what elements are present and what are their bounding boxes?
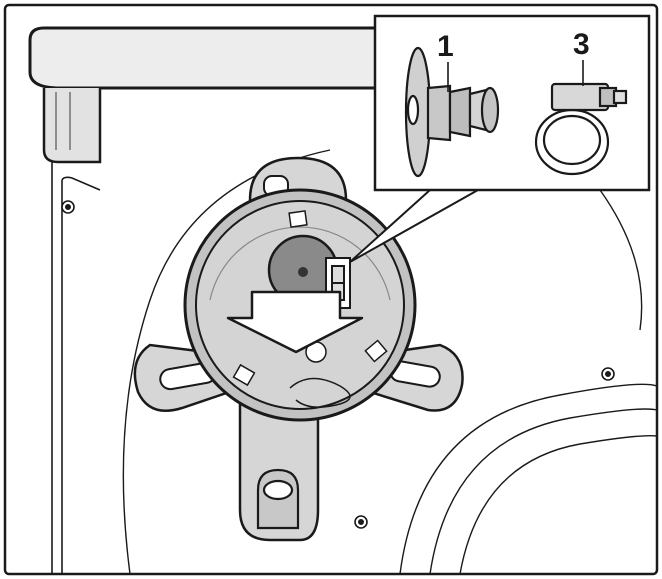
side-wall <box>51 162 101 574</box>
contour-right-top <box>599 189 643 331</box>
hose-nozzle-icon <box>404 46 500 178</box>
bracket-slots <box>159 175 441 391</box>
nozzle-neck <box>426 84 452 142</box>
screw-right-icon <box>601 367 615 381</box>
cap-inner-arc <box>209 226 391 301</box>
hinge-lines <box>55 92 71 150</box>
nozzle-tip <box>480 86 500 134</box>
screw-left-icon <box>61 200 75 214</box>
outlet-mouth <box>262 479 294 501</box>
cap-wire-loop <box>289 377 351 408</box>
twist-arrow-icon <box>226 290 364 354</box>
screws <box>61 200 615 529</box>
hose-clamp-icon <box>534 60 628 176</box>
screw-bottom-icon <box>354 515 368 529</box>
cap-markers <box>232 210 388 387</box>
left-hinge <box>42 88 102 164</box>
contour-left <box>122 149 331 575</box>
knob-center <box>298 267 308 277</box>
detail-inset: 1 3 <box>373 14 651 192</box>
drum-outer <box>399 383 658 575</box>
clamp-screw-tip <box>612 89 628 105</box>
lid-shape <box>28 26 382 90</box>
clamp-band-inner <box>542 114 602 166</box>
drum-inner <box>459 435 658 575</box>
drum-middle <box>429 408 658 575</box>
nozzle-bore <box>406 94 420 126</box>
drain-outlet <box>256 468 300 530</box>
wall-bend <box>61 176 101 191</box>
callout-label-1: 1 <box>437 30 454 63</box>
back-panel-contours <box>122 149 658 575</box>
nozzle-ring-1 <box>448 86 472 138</box>
callout-label-3: 3 <box>573 28 590 61</box>
